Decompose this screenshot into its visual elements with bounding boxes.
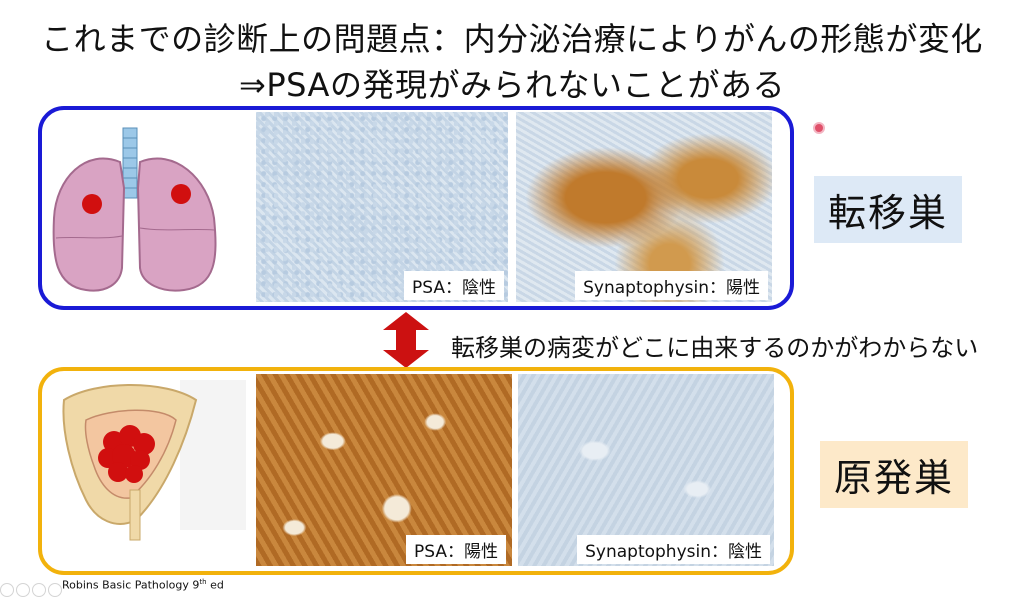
presentation-controls[interactable] <box>0 582 64 601</box>
pen-icon[interactable] <box>16 583 30 597</box>
lung-illustration <box>46 118 246 302</box>
primary-tag: 原発巣 <box>820 441 969 508</box>
source-credit: Robins Basic Pathology 9th ed <box>62 578 224 592</box>
synaptophysin-negative-stain-image: Synaptophysin：陰性 <box>518 374 774 566</box>
laser-pointer-icon <box>815 124 823 132</box>
psa-positive-stain-image: PSA：陽性 <box>256 374 512 566</box>
primary-box <box>38 367 794 575</box>
double-arrow-icon <box>383 312 429 368</box>
slide-title-line2: ⇒PSAの発現がみられないことがある <box>239 66 785 104</box>
psa-negative-label: PSA：陰性 <box>404 271 504 300</box>
synaptophysin-negative-label: Synaptophysin：陰性 <box>577 535 770 564</box>
synaptophysin-positive-label: Synaptophysin：陽性 <box>575 271 768 300</box>
menu-icon[interactable] <box>48 583 62 597</box>
prev-slide-icon[interactable] <box>0 583 14 597</box>
metastasis-box <box>38 106 794 310</box>
zoom-icon[interactable] <box>32 583 46 597</box>
metastasis-tag: 転移巣 <box>814 176 963 243</box>
prostate-illustration <box>56 380 246 566</box>
synaptophysin-positive-stain-image: Synaptophysin：陽性 <box>516 112 772 302</box>
slide-title-line1: これまでの診断上の問題点：内分泌治療によりがんの形態が変化 <box>41 20 983 58</box>
origin-unknown-text: 転移巣の病変がどこに由来するのかがわからない <box>451 334 979 362</box>
psa-positive-label: PSA：陽性 <box>406 535 506 564</box>
psa-negative-stain-image: PSA：陰性 <box>256 112 508 302</box>
